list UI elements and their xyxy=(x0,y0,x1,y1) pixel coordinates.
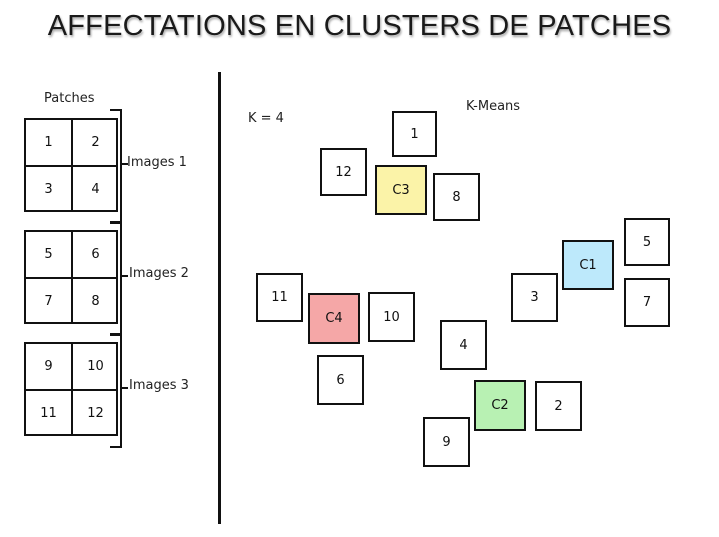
patch-box: 10 xyxy=(368,292,415,342)
patch-box: 12 xyxy=(320,148,367,196)
group-label: Images 1 xyxy=(127,155,187,170)
patch-cell: 12 xyxy=(87,406,104,421)
patch-cell: 9 xyxy=(44,359,53,374)
bracket xyxy=(110,333,128,448)
k-label: K = 4 xyxy=(248,111,284,126)
patch-box: 2 xyxy=(535,381,582,431)
centroid-c1: C1 xyxy=(562,240,614,290)
patch-cell: 7 xyxy=(44,294,53,309)
patch-cell: 11 xyxy=(40,406,57,421)
patch-cell: 3 xyxy=(44,182,53,197)
patch-cell: 8 xyxy=(91,294,100,309)
patch-box: 4 xyxy=(440,320,487,370)
patch-box: 9 xyxy=(423,417,470,467)
centroid-c3: C3 xyxy=(375,165,427,215)
group-label: Images 3 xyxy=(129,378,189,393)
patch-box: 11 xyxy=(256,273,303,322)
patch-cell: 4 xyxy=(91,182,100,197)
patch-cell: 6 xyxy=(91,247,100,262)
divider xyxy=(218,72,221,524)
centroid-c4: C4 xyxy=(308,293,360,344)
patch-box: 5 xyxy=(624,218,670,266)
patch-cell: 5 xyxy=(44,247,53,262)
patch-box: 6 xyxy=(317,355,364,405)
group-label: Images 2 xyxy=(129,266,189,281)
patch-box: 8 xyxy=(433,173,480,221)
method-label: K-Means xyxy=(466,99,521,114)
patch-box: 7 xyxy=(624,278,670,327)
patch-cell: 2 xyxy=(91,135,100,150)
patches-header: Patches xyxy=(44,91,95,106)
patch-cell: 1 xyxy=(44,135,53,150)
patch-grid-images-1: 1 2 3 4 xyxy=(24,118,118,212)
patch-cell: 10 xyxy=(87,359,104,374)
bracket xyxy=(110,221,128,336)
patch-grid-images-3: 9 10 11 12 xyxy=(24,342,118,436)
bracket xyxy=(110,109,128,224)
patch-grid-images-2: 5 6 7 8 xyxy=(24,230,118,324)
patch-box: 3 xyxy=(511,273,558,322)
centroid-c2: C2 xyxy=(474,380,526,431)
page-title: AFFECTATIONS EN CLUSTERS DE PATCHES xyxy=(47,10,672,42)
patch-box: 1 xyxy=(392,111,437,157)
